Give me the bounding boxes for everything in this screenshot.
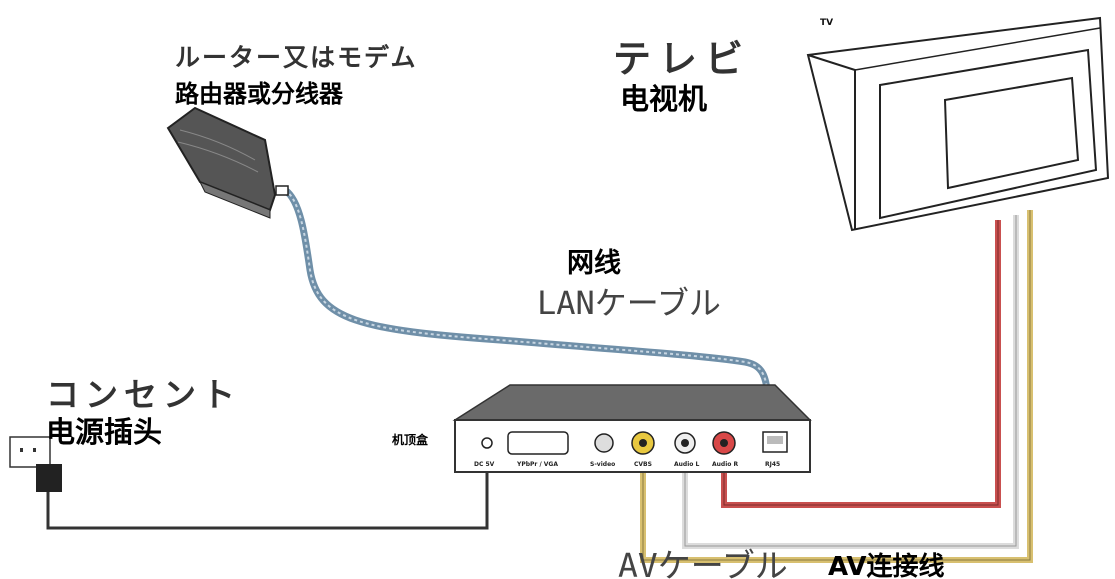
port-label: YPbPr / VGA: [516, 461, 558, 468]
svideo-port-icon: [594, 433, 614, 453]
set-top-box: [452, 384, 812, 473]
vga-port-icon: [507, 431, 569, 455]
stb-label: 机顶盒: [392, 433, 429, 447]
av-label-jp: AVケーブル: [618, 546, 788, 579]
tv-small-label: TV: [820, 18, 834, 28]
port-label: S-video: [590, 461, 615, 468]
power-outlet: [9, 436, 62, 492]
av-label-zh: AV连接线: [828, 552, 945, 579]
power-cord: [46, 452, 489, 530]
outlet-label-jp: コンセント: [46, 376, 241, 413]
lan-label-zh: 网线: [567, 248, 621, 279]
dc-port-icon: [481, 437, 493, 449]
outlet-label-zh: 电源插头: [46, 415, 163, 449]
port-label: CVBS: [634, 461, 652, 468]
av-cable-white: [682, 215, 1019, 549]
lan-label-jp: LANケーブル: [537, 284, 721, 322]
lan-cable: [282, 187, 772, 409]
tv-label-jp: テレビ: [613, 39, 752, 81]
tv-label-zh: 电视机: [620, 82, 708, 116]
port-label: Audio R: [712, 461, 738, 468]
port-label: RJ45: [765, 461, 780, 468]
router-label-zh: 路由器或分线器: [175, 80, 343, 108]
router-label-jp: ルーター又はモデム: [175, 44, 418, 72]
port-label: DC 5V: [474, 461, 495, 468]
port-label: Audio L: [674, 461, 699, 468]
router-device: [166, 106, 289, 219]
tv-device: [806, 16, 1110, 232]
